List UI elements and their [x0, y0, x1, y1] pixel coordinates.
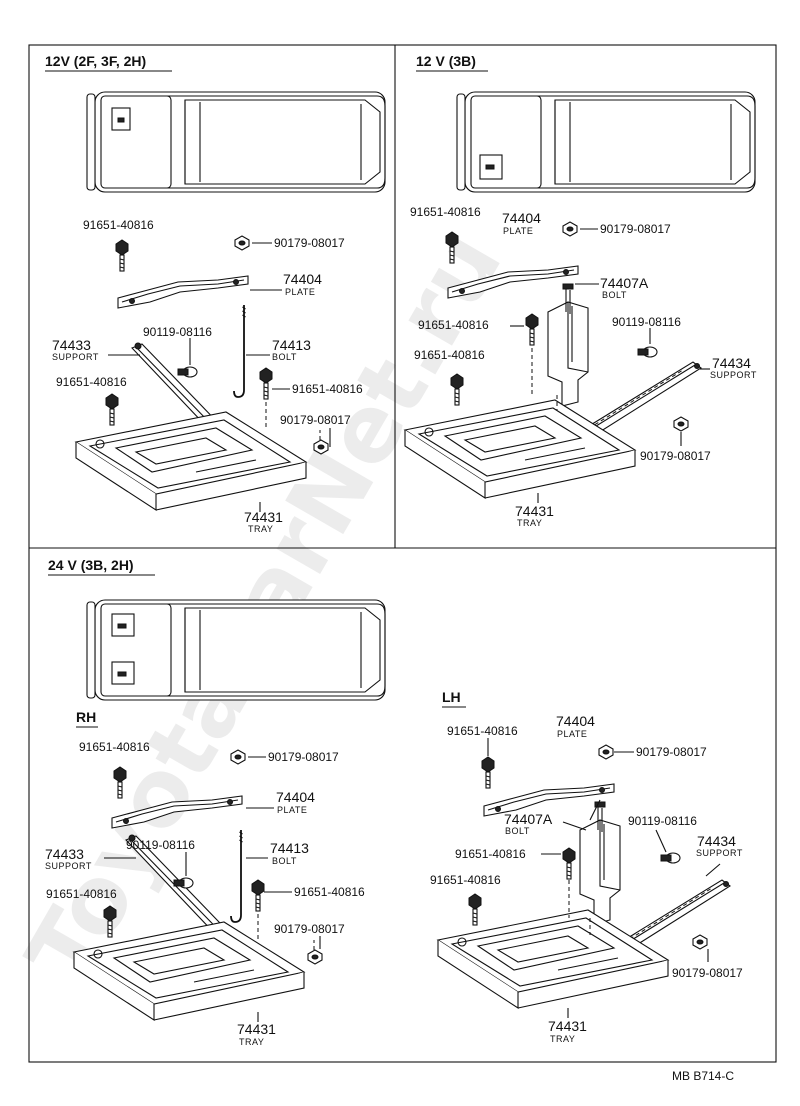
- diagram-code: MB B714-C: [672, 1069, 734, 1083]
- label-tray-name: TRAY: [248, 524, 273, 534]
- label-support-no: 74433: [52, 337, 91, 353]
- label-support-name: SUPPORT: [45, 861, 92, 871]
- label-screw: 90119-08116: [612, 315, 681, 329]
- label-bolt-no: 74413: [270, 840, 309, 856]
- label-support-name: SUPPORT: [52, 352, 99, 362]
- bolt-icon: [251, 879, 265, 912]
- section-bottom: 24 V (3B, 2H) RH 91651-40816 90179-08017…: [45, 557, 743, 1047]
- label-clamp-no: 74407A: [504, 811, 553, 827]
- label-clamp-name: BOLT: [602, 290, 627, 300]
- bolt-icon: [450, 373, 464, 406]
- label-nut-b: 90179-08017: [672, 966, 743, 980]
- label-bolt-c: 91651-40816: [414, 348, 485, 362]
- label-plate-no: 74404: [502, 210, 541, 226]
- bolt-icon: [562, 847, 576, 880]
- label-plate-no: 74404: [276, 789, 315, 805]
- label-plate-name: PLATE: [277, 805, 307, 815]
- label-tray-name: TRAY: [517, 518, 542, 528]
- label-bolt-b: 91651-40816: [292, 382, 363, 396]
- label-screw: 90119-08116: [126, 838, 195, 852]
- bolt-icon: [115, 239, 129, 272]
- label-screw: 90119-08116: [628, 814, 697, 828]
- section-title-bottom: 24 V (3B, 2H): [48, 557, 134, 573]
- label-tray-name: TRAY: [239, 1037, 264, 1047]
- section-title-tl: 12V (2F, 3F, 2H): [45, 53, 146, 69]
- nut-icon: [234, 235, 250, 251]
- nut-icon: [598, 744, 614, 760]
- label-support-no: 74434: [712, 355, 751, 371]
- label-bolt-a: 91651-40816: [410, 205, 481, 219]
- screw-icon: [177, 366, 198, 378]
- label-nut-b: 90179-08017: [274, 922, 345, 936]
- bolt-icon: [259, 367, 273, 400]
- outer-frame: [28, 44, 777, 1063]
- label-bolt-a: 91651-40816: [83, 218, 154, 232]
- label-bolt-c: 91651-40816: [46, 887, 117, 901]
- label-bolt-name: BOLT: [272, 352, 297, 362]
- label-bolt-c: 91651-40816: [56, 375, 127, 389]
- label-plate-name: PLATE: [557, 729, 587, 739]
- label-bolt-a: 91651-40816: [79, 740, 150, 754]
- label-clamp-name: BOLT: [505, 826, 530, 836]
- label-tray-no: 74431: [244, 509, 283, 525]
- label-bolt-b: 91651-40816: [418, 318, 489, 332]
- screw-icon: [660, 852, 681, 864]
- label-tray-no: 74431: [237, 1021, 276, 1037]
- j-bolt-part: [230, 829, 244, 923]
- label-support-no: 74434: [697, 833, 736, 849]
- label-nut-a: 90179-08017: [600, 222, 671, 236]
- nut-icon: [562, 221, 578, 237]
- label-bolt-b: 91651-40816: [294, 885, 365, 899]
- label-bolt-name: BOLT: [272, 856, 297, 866]
- label-tray-name: TRAY: [550, 1034, 575, 1044]
- lh-label: LH: [442, 689, 461, 705]
- rh-label: RH: [76, 709, 96, 725]
- j-bolt-part: [233, 304, 247, 398]
- label-plate-no: 74404: [283, 271, 322, 287]
- clamp-part: [547, 283, 589, 407]
- label-plate-name: PLATE: [503, 226, 533, 236]
- label-nut-a: 90179-08017: [268, 750, 339, 764]
- label-screw: 90119-08116: [143, 325, 212, 339]
- plate-part: [117, 275, 249, 309]
- clamp-part: [579, 801, 621, 925]
- screw-icon: [637, 346, 658, 358]
- label-nut-b: 90179-08017: [640, 449, 711, 463]
- label-nut-b: 90179-08017: [280, 413, 351, 427]
- bolt-icon: [105, 393, 119, 426]
- section-title-tr: 12 V (3B): [416, 53, 476, 69]
- label-clamp-no: 74407A: [600, 275, 649, 291]
- label-bolt-c: 91651-40816: [430, 873, 501, 887]
- label-bolt-no: 74413: [272, 337, 311, 353]
- tray-part: [404, 399, 636, 499]
- section-top-left: 12V (2F, 3F, 2H) 91651-40816 90179-08017…: [45, 53, 386, 534]
- label-tray-no: 74431: [548, 1018, 587, 1034]
- label-bolt-b: 91651-40816: [455, 847, 526, 861]
- label-support-name: SUPPORT: [710, 370, 757, 380]
- nut-icon: [673, 416, 689, 432]
- bolt-icon: [468, 893, 482, 926]
- label-support-name: SUPPORT: [696, 848, 743, 858]
- label-support-no: 74433: [45, 846, 84, 862]
- label-plate-no: 74404: [556, 713, 595, 729]
- label-tray-no: 74431: [515, 503, 554, 519]
- nut-icon: [307, 949, 323, 965]
- label-plate-name: PLATE: [285, 287, 315, 297]
- label-nut-a: 90179-08017: [636, 745, 707, 759]
- bolt-icon: [525, 313, 539, 346]
- section-top-right: 12 V (3B) 91651-40816 74404 PLATE 90179-…: [404, 53, 757, 528]
- label-bolt-a: 91651-40816: [447, 724, 518, 738]
- vehicle-top-view: [86, 91, 386, 193]
- screw-icon: [173, 877, 194, 889]
- nut-icon: [692, 934, 708, 950]
- label-nut-a: 90179-08017: [274, 236, 345, 250]
- bolt-icon: [481, 756, 495, 789]
